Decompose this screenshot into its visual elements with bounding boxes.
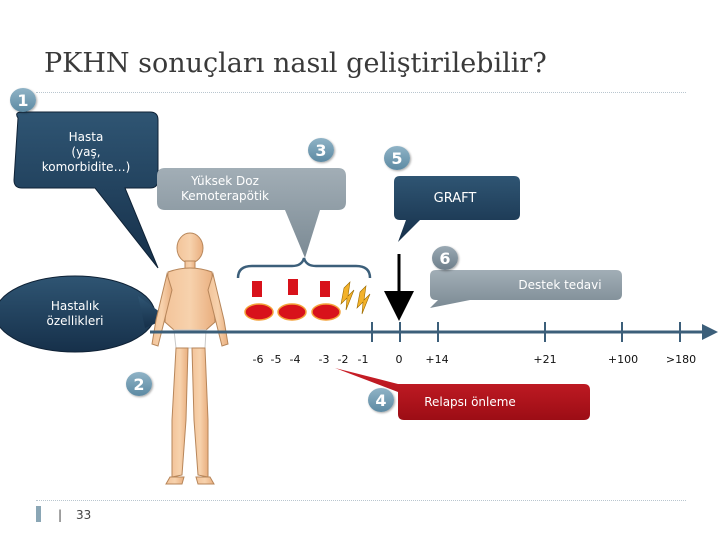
badge-2: 2 bbox=[126, 372, 152, 396]
drug-square-icon bbox=[320, 281, 330, 297]
badge-5: 5 bbox=[384, 146, 410, 170]
timeline-tick-label: >180 bbox=[665, 353, 697, 366]
hasta-line-3: komorbidite…) bbox=[41, 159, 131, 174]
drug-square-icon bbox=[252, 281, 262, 297]
timeline-axis bbox=[150, 322, 718, 342]
relaps-bubble bbox=[335, 368, 590, 420]
yuksek-doz-bubble-text: Yüksek Doz Kemoterapötik bbox=[160, 170, 290, 208]
timeline-tick-label: +14 bbox=[425, 353, 449, 366]
footer-separator: | bbox=[58, 508, 63, 522]
destek-tedavi-bubble-text: Destek tedavi bbox=[518, 277, 602, 292]
drug-dose-ellipse bbox=[311, 303, 341, 321]
timeline-tick-label: -3 bbox=[318, 353, 330, 366]
timeline-tick-label: -5 bbox=[270, 353, 282, 366]
hastalik-line-2: özellikleri bbox=[46, 314, 104, 328]
badge-6: 6 bbox=[432, 246, 458, 270]
radiation-bolt-icon bbox=[340, 281, 355, 311]
timeline-tick-label: +21 bbox=[533, 353, 557, 366]
hastalik-bubble-text: Hastalık özellikleri bbox=[10, 292, 140, 336]
hastalik-line-1: Hastalık bbox=[50, 299, 100, 313]
badge-3: 3 bbox=[308, 138, 334, 162]
badge-1: 1 bbox=[10, 88, 36, 112]
yuksek-line-2: Kemoterapötik bbox=[180, 189, 269, 203]
timeline-tick-label: 0 bbox=[395, 353, 403, 366]
drug-square-icon bbox=[288, 279, 298, 295]
drug-dose-ellipse bbox=[244, 303, 274, 321]
yuksek-line-1: Yüksek Doz bbox=[191, 174, 259, 188]
page-number: 33 bbox=[76, 508, 92, 522]
graft-bubble-text: GRAFT bbox=[433, 190, 477, 206]
hasta-line-2: (yaş, bbox=[71, 144, 101, 159]
drug-dose-ellipse bbox=[277, 303, 307, 321]
yuksek-doz-bubble bbox=[157, 168, 346, 258]
timeline-tick-label: -4 bbox=[289, 353, 301, 366]
footer-accent-bar bbox=[36, 506, 41, 522]
treatment-bracket bbox=[236, 257, 372, 279]
hasta-bubble-text: Hasta (yaş, komorbidite…) bbox=[18, 122, 154, 182]
destek-tedavi-bubble bbox=[430, 270, 622, 308]
timeline-tick-label: -2 bbox=[337, 353, 349, 366]
hasta-line-1: Hasta bbox=[68, 129, 104, 144]
timeline-tick-label: +100 bbox=[607, 353, 639, 366]
relaps-bubble-text: Relapsı önleme bbox=[424, 394, 516, 409]
radiation-bolt-icon bbox=[356, 285, 371, 315]
timeline-tick-label: -6 bbox=[252, 353, 264, 366]
graft-bubble bbox=[394, 176, 520, 242]
badge-4: 4 bbox=[368, 388, 394, 412]
timeline-tick-label: -1 bbox=[357, 353, 369, 366]
human-figure bbox=[151, 232, 229, 485]
title-divider bbox=[36, 92, 686, 93]
slide-title: PKHN sonuçları nasıl geliştirilebilir? bbox=[44, 48, 547, 79]
footer-divider bbox=[36, 500, 686, 501]
